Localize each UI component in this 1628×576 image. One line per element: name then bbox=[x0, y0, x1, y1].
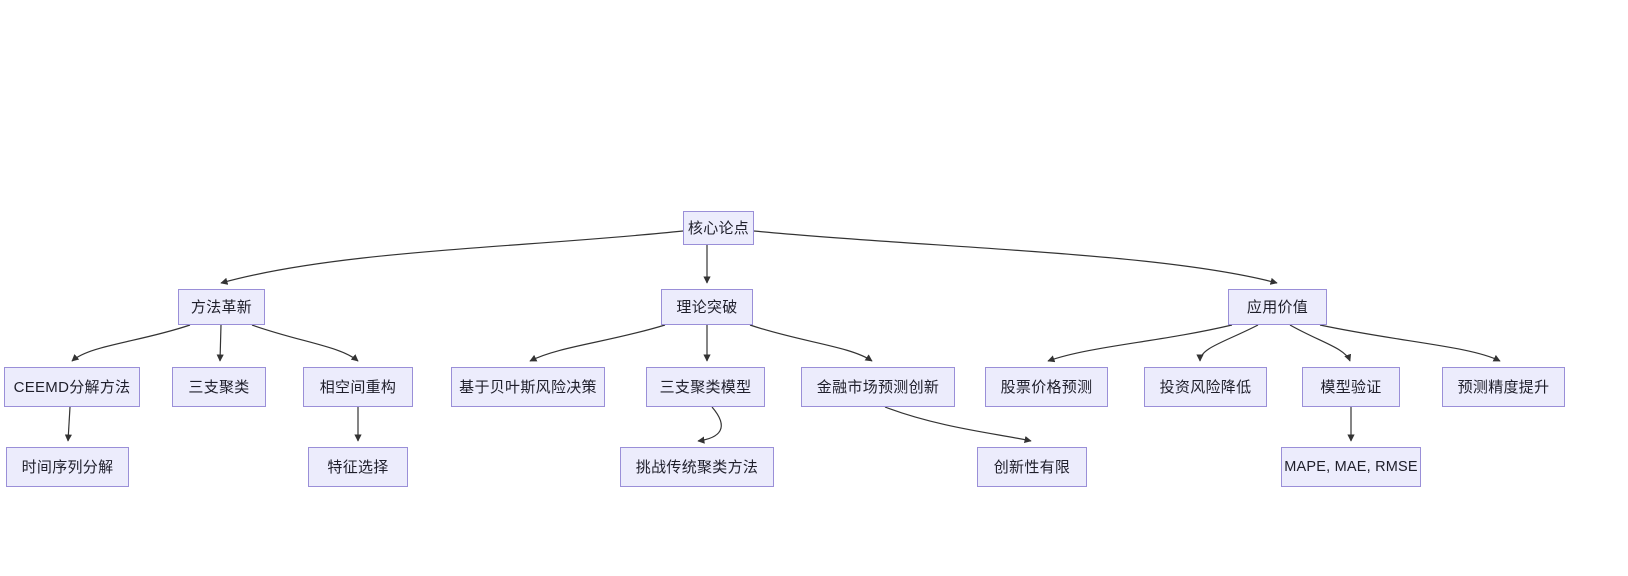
node-label: 相空间重构 bbox=[319, 378, 397, 396]
edge-l3a-to-l4a bbox=[64, 406, 72, 442]
node-label: 创新性有限 bbox=[993, 458, 1071, 476]
node-label: 三支聚类 bbox=[188, 378, 250, 396]
node-label: CEEMD分解方法 bbox=[13, 378, 131, 396]
edge-l2c-to-l3g bbox=[1047, 324, 1233, 363]
edge-l2b-to-l3d bbox=[529, 324, 666, 362]
node-label: 投资风险降低 bbox=[1159, 378, 1252, 396]
node-label: 模型验证 bbox=[1320, 378, 1382, 396]
node-l3i[interactable]: 模型验证 bbox=[1302, 367, 1400, 407]
node-l4c[interactable]: 挑战传统聚类方法 bbox=[620, 447, 774, 487]
edge-l3e-to-l4c bbox=[697, 406, 722, 444]
node-l2c[interactable]: 应用价值 bbox=[1228, 289, 1327, 325]
node-l3a[interactable]: CEEMD分解方法 bbox=[4, 367, 140, 407]
edge-l2c-to-l3j bbox=[1319, 324, 1501, 362]
edge-l2a-to-l3a bbox=[71, 324, 191, 362]
node-label: 预测精度提升 bbox=[1457, 378, 1550, 396]
node-label: 金融市场预测创新 bbox=[816, 378, 940, 396]
node-l2b[interactable]: 理论突破 bbox=[661, 289, 753, 325]
node-l3h[interactable]: 投资风险降低 bbox=[1144, 367, 1267, 407]
edge-l2c-to-l3h bbox=[1196, 324, 1259, 362]
node-l3g[interactable]: 股票价格预测 bbox=[985, 367, 1108, 407]
edge-root-to-l2a bbox=[220, 230, 684, 285]
edge-l2b-to-l3f bbox=[749, 324, 873, 362]
edge-l2a-to-l3b bbox=[216, 324, 224, 362]
node-l3j[interactable]: 预测精度提升 bbox=[1442, 367, 1565, 407]
node-label: 核心论点 bbox=[687, 219, 750, 237]
node-l4d[interactable]: 创新性有限 bbox=[977, 447, 1087, 487]
node-l3f[interactable]: 金融市场预测创新 bbox=[801, 367, 955, 407]
node-label: 三支聚类模型 bbox=[659, 378, 752, 396]
node-l4a[interactable]: 时间序列分解 bbox=[6, 447, 129, 487]
node-label: 应用价值 bbox=[1246, 298, 1309, 316]
node-l4e[interactable]: MAPE, MAE, RMSE bbox=[1281, 447, 1421, 487]
edge-l3f-to-l4d bbox=[884, 406, 1032, 444]
node-l3c[interactable]: 相空间重构 bbox=[303, 367, 413, 407]
node-label: 基于贝叶斯风险决策 bbox=[459, 378, 597, 396]
node-label: 理论突破 bbox=[676, 298, 738, 316]
node-root[interactable]: 核心论点 bbox=[683, 211, 754, 245]
edge-l2c-to-l3i bbox=[1289, 324, 1352, 362]
node-label: 方法革新 bbox=[190, 298, 253, 316]
node-l3d[interactable]: 基于贝叶斯风险决策 bbox=[451, 367, 605, 407]
node-l2a[interactable]: 方法革新 bbox=[178, 289, 265, 325]
node-label: MAPE, MAE, RMSE bbox=[1284, 458, 1418, 475]
node-l4b[interactable]: 特征选择 bbox=[308, 447, 408, 487]
node-label: 股票价格预测 bbox=[1000, 378, 1093, 396]
node-label: 时间序列分解 bbox=[21, 458, 114, 476]
edge-l2a-to-l3c bbox=[251, 324, 359, 362]
node-l3e[interactable]: 三支聚类模型 bbox=[646, 367, 765, 407]
node-l3b[interactable]: 三支聚类 bbox=[172, 367, 266, 407]
node-label: 特征选择 bbox=[327, 458, 389, 476]
node-label: 挑战传统聚类方法 bbox=[635, 458, 759, 476]
edge-root-to-l2c bbox=[753, 230, 1278, 285]
